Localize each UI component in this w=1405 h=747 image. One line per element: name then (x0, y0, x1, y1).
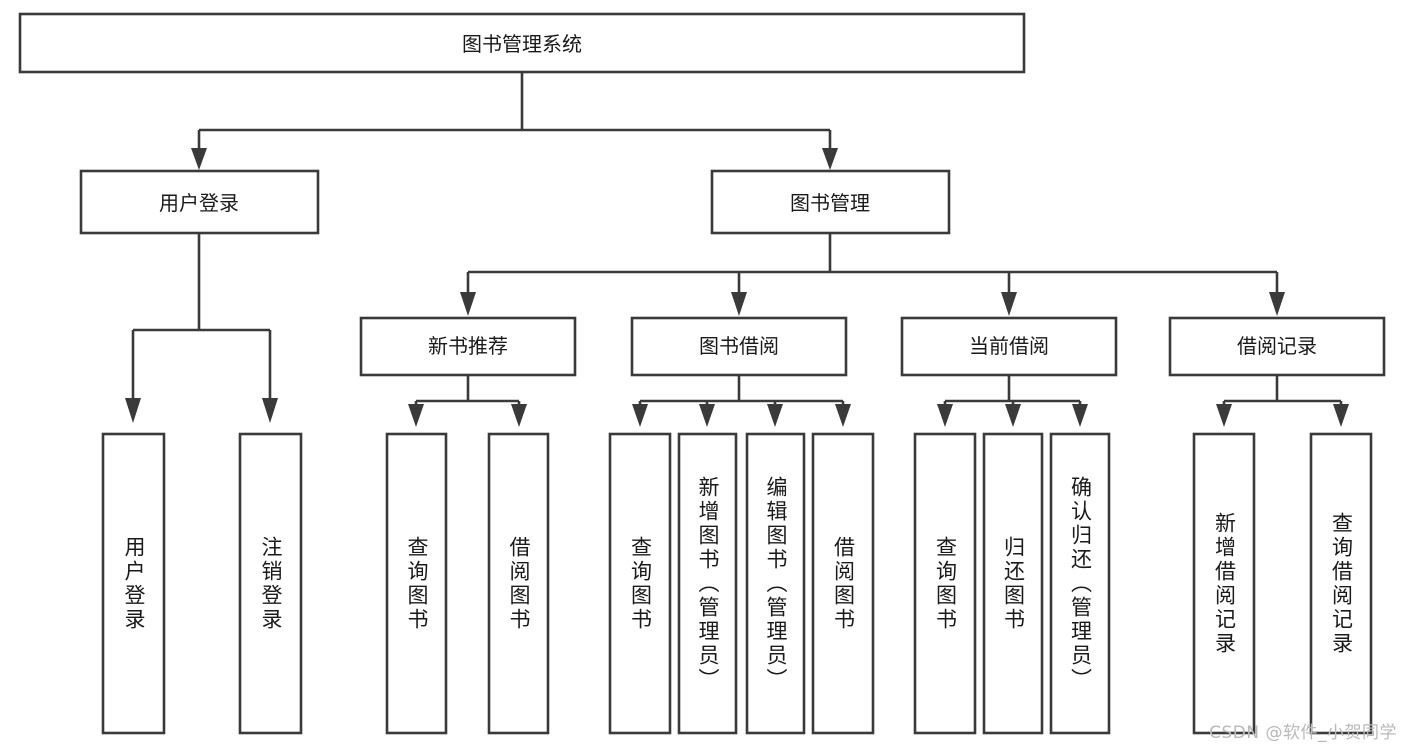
arrow-to-user-login (191, 148, 207, 170)
node-book-borrow-label: 图书借阅 (699, 334, 779, 358)
node-user-login-box[interactable] (79, 169, 320, 235)
node-user-login[interactable]: 用户登录 (79, 169, 320, 235)
node-current-borrow-label: 当前借阅 (969, 334, 1049, 358)
node-leaf-query-book-3-box[interactable] (913, 432, 977, 735)
node-book-borrow-box[interactable] (630, 316, 848, 377)
node-leaf-borrow-book-2-box[interactable] (811, 432, 875, 735)
arrow-to-leaf-return-book (1005, 404, 1021, 427)
node-new-book-recommend-label: 新书推荐 (428, 334, 508, 358)
node-new-book-recommend-box[interactable] (359, 316, 577, 377)
arrow-to-leaf-edit-book (767, 404, 783, 427)
node-root[interactable]: 图书管理系统 (18, 12, 1026, 74)
watermark-text: CSDN @软件_小贺同学 (1209, 723, 1397, 743)
node-root-label: 图书管理系统 (462, 32, 582, 56)
arrow-to-leaf-user-login (125, 398, 141, 423)
node-borrow-record-box[interactable] (1168, 316, 1386, 377)
arrow-to-leaf-confirm-return (1072, 404, 1088, 427)
node-book-manage-box[interactable] (710, 169, 951, 235)
arrow-to-leaf-query-book-1 (408, 404, 424, 427)
node-book-manage[interactable]: 图书管理 (710, 169, 951, 235)
node-leaf-query-book-2-box[interactable] (608, 432, 672, 735)
node-leaf-borrow-book-1-box[interactable] (487, 432, 550, 735)
edges-layer (125, 72, 1349, 427)
node-current-borrow-box[interactable] (900, 316, 1118, 377)
arrow-to-leaf-add-record (1216, 404, 1232, 427)
node-leaf-query-record-box[interactable] (1309, 432, 1373, 735)
node-book-borrow[interactable]: 图书借阅 (630, 316, 848, 377)
node-leaf-user-login-box[interactable] (101, 432, 166, 735)
node-leaf-logout-box[interactable] (238, 432, 303, 735)
arrow-to-borrow-record (1269, 292, 1285, 316)
node-current-borrow[interactable]: 当前借阅 (900, 316, 1118, 377)
arrow-to-leaf-borrow-book-2 (835, 404, 851, 427)
arrow-to-leaf-query-book-3 (937, 404, 953, 427)
node-leaf-edit-book-box[interactable] (745, 432, 806, 735)
node-leaf-add-book-box[interactable] (677, 432, 738, 735)
node-book-manage-label: 图书管理 (790, 191, 870, 215)
node-new-book-recommend[interactable]: 新书推荐 (359, 316, 577, 377)
node-borrow-record-label: 借阅记录 (1237, 334, 1317, 358)
node-leaf-query-book-1-box[interactable] (385, 432, 448, 735)
node-leaf-confirm-return-box[interactable] (1049, 432, 1111, 735)
arrow-to-current-borrow (1001, 292, 1017, 316)
node-leaf-add-record-box[interactable] (1192, 432, 1256, 735)
node-leaf-return-book-box[interactable] (982, 432, 1044, 735)
node-root-box[interactable] (18, 12, 1026, 74)
node-borrow-record[interactable]: 借阅记录 (1168, 316, 1386, 377)
arrow-to-new-book-recommend (460, 292, 476, 316)
arrow-to-book-manage (822, 148, 838, 170)
arrow-to-leaf-add-book (699, 404, 715, 427)
arrow-to-leaf-borrow-book-1 (511, 404, 527, 427)
arrow-to-book-borrow (731, 292, 747, 316)
nodes-layer: 图书管理系统 用户登录 图书管理 新书推荐 图书借阅 当前 (18, 12, 1386, 735)
arrow-to-leaf-query-book-2 (632, 404, 648, 427)
arrow-to-leaf-logout (262, 398, 278, 423)
node-user-login-label: 用户登录 (159, 191, 239, 215)
arrow-to-leaf-query-record (1333, 404, 1349, 427)
